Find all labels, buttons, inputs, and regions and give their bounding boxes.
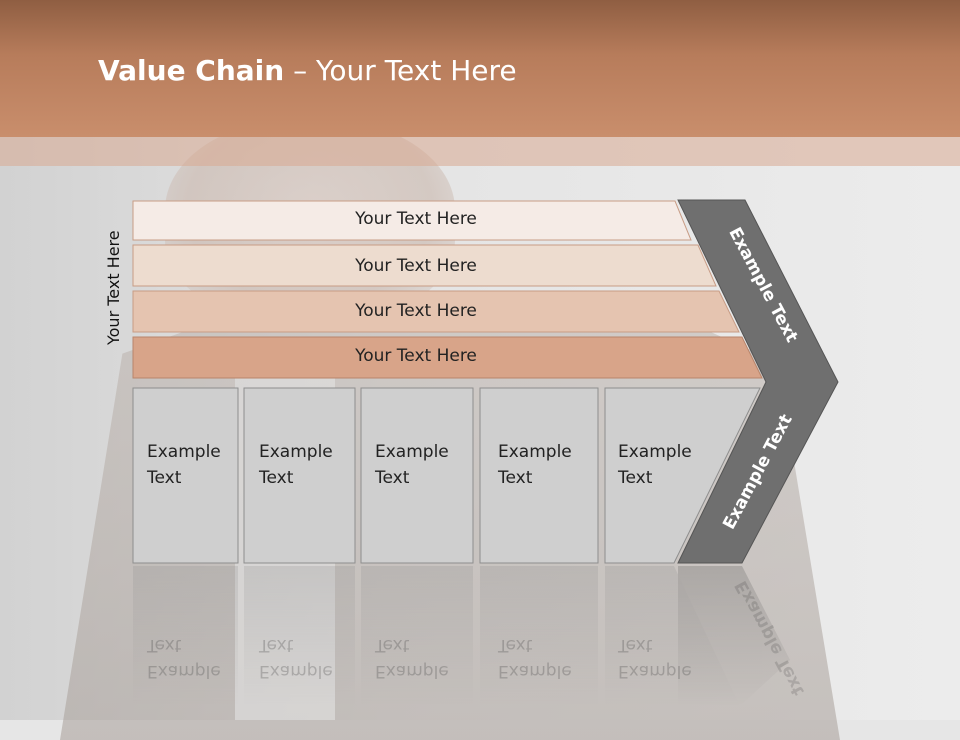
support-bar-2-label: Your Text Here: [355, 256, 477, 276]
support-bar-3-label: Your Text Here: [355, 301, 477, 321]
header-sub-band: [0, 137, 960, 166]
primary-box-5[interactable]: [604, 387, 761, 564]
header-band: [0, 0, 960, 137]
primary-box-1[interactable]: [132, 387, 239, 564]
title-bold: Value Chain: [98, 54, 285, 87]
value-chain-diagram: [132, 199, 839, 706]
primary-box-1-line2: Text: [147, 468, 182, 488]
primary-box-3-line1: Example: [375, 442, 449, 462]
support-bar-1[interactable]: [132, 200, 692, 241]
side-label: Your Text Here: [104, 230, 123, 346]
primary-box-5-line2: Text: [618, 468, 653, 488]
support-bar-4[interactable]: [132, 336, 763, 379]
support-bar-2[interactable]: [132, 244, 717, 287]
primary-box-2-line2: Text: [259, 468, 294, 488]
title-rest: – Your Text Here: [284, 54, 517, 87]
support-bar-1-label: Your Text Here: [355, 209, 477, 229]
primary-box-5-line1: Example: [618, 442, 692, 462]
support-bar-4-label: Your Text Here: [355, 346, 477, 366]
slide-title: Value Chain – Your Text Here: [98, 54, 517, 94]
primary-box-4-line2: Text: [498, 468, 533, 488]
support-bar-3[interactable]: [132, 290, 740, 333]
primary-box-4[interactable]: [479, 387, 599, 564]
primary-box-3[interactable]: [360, 387, 474, 564]
primary-box-3-line2: Text: [375, 468, 410, 488]
primary-box-4-line1: Example: [498, 442, 572, 462]
primary-box-2-line1: Example: [259, 442, 333, 462]
margin-chevron[interactable]: [677, 199, 839, 564]
diagram-reflection: [133, 566, 790, 706]
primary-box-1-line1: Example: [147, 442, 221, 462]
primary-box-2[interactable]: [243, 387, 356, 564]
